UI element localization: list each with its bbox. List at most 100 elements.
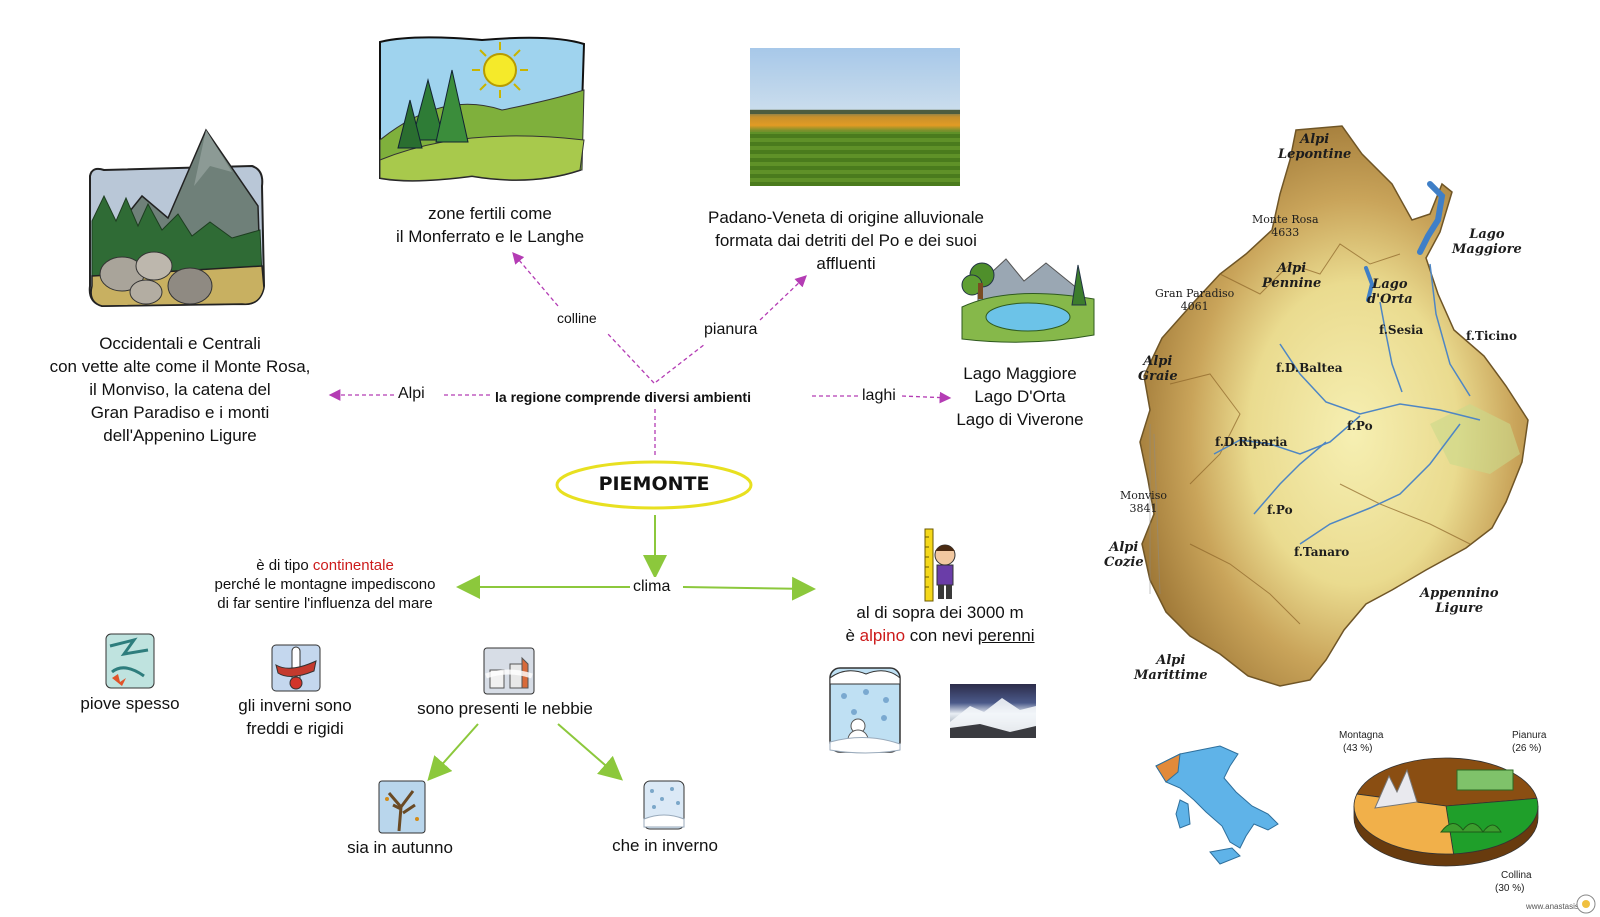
continentale-line: di far sentire l'influenza del mare xyxy=(217,595,433,612)
colline-line: zone fertili come xyxy=(428,204,552,223)
inverno-text: che in inverno xyxy=(612,836,718,855)
nebbie-text: sono presenti le nebbie xyxy=(417,699,593,718)
clima-continentale: è di tipo continentale perché le montagn… xyxy=(190,556,460,613)
link-main-colline xyxy=(607,333,655,384)
link-clima-right xyxy=(682,576,816,601)
map-label-f-sesia: f.Sesia xyxy=(1379,323,1424,337)
colline-description: zone fertili come il Monferrato e le Lan… xyxy=(370,202,610,248)
piemonte-oval xyxy=(555,460,753,510)
label-alpi: Alpi xyxy=(395,384,428,404)
pie-mountain-icon xyxy=(1374,768,1418,809)
autumn-tree-icon xyxy=(378,780,426,834)
perenni-word: perenni xyxy=(977,626,1035,645)
continentale-line: perché le montagne impediscono xyxy=(214,576,436,593)
pianura-line: affluenti xyxy=(816,254,876,273)
main-concept: la regione comprende diversi ambienti xyxy=(492,387,754,407)
inverni-text: gli inverni sono freddi e rigidi xyxy=(215,694,375,740)
pie-value-montagna: (43 %) xyxy=(1343,743,1373,754)
piemonte-node: PIEMONTE xyxy=(554,459,754,511)
snowy-mountain-photo xyxy=(950,684,1036,738)
inverni-line: freddi e rigidi xyxy=(246,719,344,738)
cold-icon xyxy=(271,644,321,692)
lake-illustration xyxy=(961,258,1095,343)
alpi-line: il Monviso, la catena del xyxy=(89,380,271,399)
label-clima: clima xyxy=(630,577,674,597)
alpi-description: Occidentali e Centrali con vette alte co… xyxy=(20,332,340,447)
map-label-f-ticino: f.Ticino xyxy=(1466,329,1517,343)
alpino-prefix: è xyxy=(845,626,860,645)
alpi-line: Gran Paradiso e i monti xyxy=(90,403,270,422)
mountains-illustration xyxy=(88,128,266,308)
alpino-word: alpino xyxy=(859,626,906,645)
pianura-line: formata dai detriti del Po e dei suoi xyxy=(715,231,977,250)
alpino-middle: con nevi xyxy=(905,626,978,645)
pie-label-montagna: Montagna (43 %) xyxy=(1339,729,1383,755)
map-label-f-po: f.Po xyxy=(1267,503,1293,517)
logo-icon xyxy=(1576,894,1596,914)
label-laghi: laghi xyxy=(859,386,899,406)
rain-icon xyxy=(105,633,155,689)
map-label-f-dbaltea: f.D.Baltea xyxy=(1276,361,1343,375)
alpi-line: Occidentali e Centrali xyxy=(99,334,261,353)
pie-label-collina: Collina (30 %) xyxy=(1495,869,1532,895)
pie-label-pianura: Pianura (26 %) xyxy=(1512,729,1546,755)
link-pianura-desc xyxy=(759,275,807,321)
winter-icon xyxy=(643,780,685,830)
piove-text: piove spesso xyxy=(80,694,180,713)
pie-value-collina: (30 %) xyxy=(1495,883,1525,894)
autunno-text: sia in autunno xyxy=(347,838,453,857)
label-colline: colline xyxy=(554,308,600,328)
child-height-icon xyxy=(924,528,956,602)
fog-icon xyxy=(483,647,535,695)
territory-pie-chart xyxy=(1353,757,1539,867)
pie-category-pianura: Pianura xyxy=(1512,730,1547,741)
alpi-line: dell'Appenino Ligure xyxy=(103,426,257,445)
pie-slice-collina xyxy=(1353,793,1454,855)
clima-alpino: al di sopra dei 3000 m è alpino con nevi… xyxy=(820,601,1060,647)
pie-hills-icon xyxy=(1439,823,1502,833)
piemonte-title: PIEMONTE xyxy=(598,473,710,495)
map-label-f-tanaro: f.Tanaro xyxy=(1294,545,1350,559)
lago-line: Lago di Viverone xyxy=(956,410,1084,429)
pie-category-collina: Collina xyxy=(1501,870,1532,881)
credit-text: www.anastasis.it xyxy=(1526,902,1586,911)
label-pianura: pianura xyxy=(701,320,761,340)
colline-line: il Monferrato e le Langhe xyxy=(395,227,585,246)
link-nebbie-autunno xyxy=(427,723,479,781)
link-laghi-desc xyxy=(901,391,952,404)
hills-illustration xyxy=(379,36,586,182)
map-label-f-po: f.Po xyxy=(1347,419,1373,433)
plain-photo xyxy=(750,48,960,186)
lago-line: Lago D'Orta xyxy=(974,387,1066,406)
lago-line: Lago Maggiore xyxy=(963,364,1077,383)
pie-plain-icon xyxy=(1456,769,1514,791)
continentale-prefix: è di tipo xyxy=(256,557,313,574)
continentale-word: continentale xyxy=(312,557,394,574)
link-colline-desc xyxy=(512,252,559,307)
inverni-line: gli inverni sono xyxy=(238,696,352,715)
pie-category-montagna: Montagna xyxy=(1339,730,1384,741)
link-nebbie-inverno xyxy=(557,723,624,781)
laghi-description: Lago Maggiore Lago D'Orta Lago di Vivero… xyxy=(940,362,1100,431)
piemonte-relief-map xyxy=(1139,125,1529,687)
pianura-line: Padano-Veneta di origine alluvionale xyxy=(708,208,984,227)
pianura-description: Padano-Veneta di origine alluvionale for… xyxy=(676,206,1016,275)
alpi-line: con vette alte come il Monte Rosa, xyxy=(49,357,311,376)
map-label-f-driparia: f.D.Riparia xyxy=(1215,435,1288,449)
pie-value-pianura: (26 %) xyxy=(1512,743,1542,754)
italy-locator-map xyxy=(1155,745,1279,865)
alpino-line: al di sopra dei 3000 m xyxy=(856,603,1024,622)
